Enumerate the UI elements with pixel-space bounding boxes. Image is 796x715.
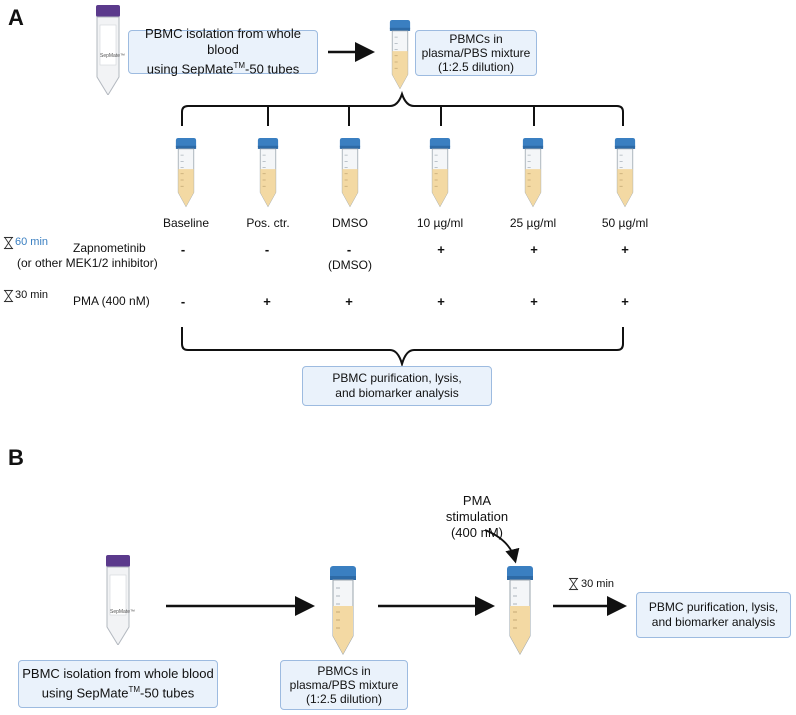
pbmc-box: PBMCs in plasma/PBS mixture (1:2.5 dilut… (415, 30, 537, 76)
condition-tube-icon (614, 138, 636, 207)
isolation-line1: PBMC isolation from whole blood (144, 26, 302, 58)
stimulated-tube-icon (506, 565, 534, 655)
zap-symbol: - (180, 242, 186, 257)
panel-a-letter: A (8, 5, 24, 30)
tube-label: Baseline (162, 216, 210, 230)
final-box-b: PBMC purification, lysis, and biomarker … (636, 592, 791, 638)
sepmate-tube-label: SepMate™ (100, 53, 126, 59)
sepmate-tube-icon (95, 5, 121, 95)
condition-tube-icon (175, 138, 197, 207)
tube-label: 10 µg/ml (416, 216, 464, 230)
condition-tube-icon (257, 138, 279, 207)
hourglass-icon (3, 236, 14, 250)
zap-symbol: - (264, 242, 270, 257)
condition-tube-icon (522, 138, 544, 207)
pma-symbol: + (263, 294, 271, 309)
zap-symbol: + (530, 242, 538, 257)
time-b: 30 min (581, 578, 615, 590)
pma-symbol: + (530, 294, 538, 309)
zap-time: 60 min (15, 236, 49, 248)
pma-symbol: - (180, 294, 186, 309)
hourglass-icon (568, 577, 579, 591)
pma-time: 30 min (15, 289, 49, 301)
panel-b-letter: B (8, 445, 24, 470)
isolation-line2: using SepMateTM-50 tubes (146, 61, 300, 77)
zap-symbol: + (437, 242, 445, 257)
tube-label: DMSO (332, 216, 368, 230)
pma-label: PMA (400 nM) (73, 294, 150, 308)
sepmate-tube-label: SepMate™ (110, 609, 136, 615)
tube-label: 50 µg/ml (601, 216, 649, 230)
zap-symbol: - (346, 242, 352, 257)
condition-tube-icon (339, 138, 361, 207)
bottom-bracket (181, 327, 624, 368)
pbmc-tube-icon (329, 565, 357, 655)
hourglass-icon (3, 289, 14, 303)
pma-symbol: + (345, 294, 353, 309)
tube-label: Pos. ctr. (246, 216, 290, 230)
condition-tube-icon (429, 138, 451, 207)
pma-symbol: + (437, 294, 445, 309)
pma-symbol: + (621, 294, 629, 309)
zap-note: (DMSO) (328, 258, 372, 272)
isolation-box: PBMC isolation from whole blood using Se… (128, 26, 318, 77)
zap-label: Zapnometinib (73, 241, 146, 255)
top-bracket (181, 90, 624, 126)
sepmate-tube-icon (105, 555, 131, 645)
final-box-a: PBMC purification, lysis, and biomarker … (302, 366, 492, 406)
stim-label: PMA stimulation (400 nM) (445, 493, 509, 540)
zap-symbol: + (621, 242, 629, 257)
arrow-pma (484, 529, 520, 564)
isolation-box-b: PBMC isolation from whole blood using Se… (18, 660, 218, 708)
zap-label-sub: (or other MEK1/2 inhibitor) (17, 256, 158, 270)
tube-label: 25 µg/ml (509, 216, 557, 230)
pbmc-tube-icon (389, 20, 411, 89)
pbmc-box-b: PBMCs in plasma/PBS mixture (1:2.5 dilut… (280, 660, 408, 710)
